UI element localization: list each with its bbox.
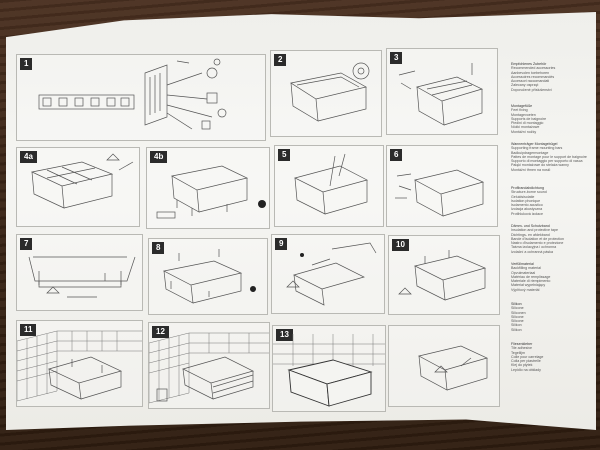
step-number: 9 [275, 238, 288, 250]
step-6-panel: 6 [386, 145, 498, 227]
step-4b-panel: 4b [146, 147, 270, 229]
step-number: 5 [278, 149, 291, 161]
step-number: 1 [20, 58, 33, 70]
step-4b-illustration [156, 165, 266, 219]
step-12-illustration [149, 332, 269, 404]
step-2-panel: 2 [270, 50, 382, 137]
step-4a-illustration [30, 153, 134, 209]
step-12-panel: 12 [148, 322, 270, 409]
step-8-panel: 8 [148, 238, 268, 315]
final-bathtub-illustration [418, 345, 489, 391]
step-3-illustration [398, 63, 483, 126]
step-5-illustration [294, 153, 368, 215]
step-number: 7 [20, 238, 33, 250]
instruction-sheet: 1 2 [6, 12, 596, 430]
step-9-illustration [286, 242, 377, 306]
step-number: 8 [152, 242, 165, 254]
step-10-illustration [398, 250, 487, 301]
step-number: 4b [150, 151, 168, 163]
step-number: 6 [390, 149, 403, 161]
step-10-panel: 10 [388, 235, 500, 315]
step-11-illustration [17, 330, 142, 402]
step-3-panel: 3 [386, 48, 498, 135]
step-number: 10 [392, 239, 409, 251]
step-13-panel: 13 [272, 325, 386, 412]
step-9-panel: 9 [271, 234, 385, 314]
step-14-panel [388, 325, 500, 407]
step-2-illustration [290, 62, 370, 122]
step-number: 11 [20, 324, 37, 336]
step-7-panel: 7 [16, 234, 143, 311]
step-4a-panel: 4a [16, 147, 140, 227]
step-number: 13 [276, 329, 293, 341]
step-6-illustration [395, 169, 485, 217]
step-11-panel: 11 [16, 320, 143, 407]
step-number: 12 [152, 326, 169, 338]
step-1-illustration [38, 58, 227, 130]
step-1-panel: 1 [16, 54, 266, 141]
step-7-illustration [28, 256, 136, 298]
step-number: 4a [20, 151, 37, 163]
step-13-illustration [273, 334, 385, 407]
step-number: 2 [274, 54, 287, 66]
step-8-illustration [162, 249, 256, 304]
step-number: 3 [390, 52, 403, 64]
step-5-panel: 5 [274, 145, 384, 227]
